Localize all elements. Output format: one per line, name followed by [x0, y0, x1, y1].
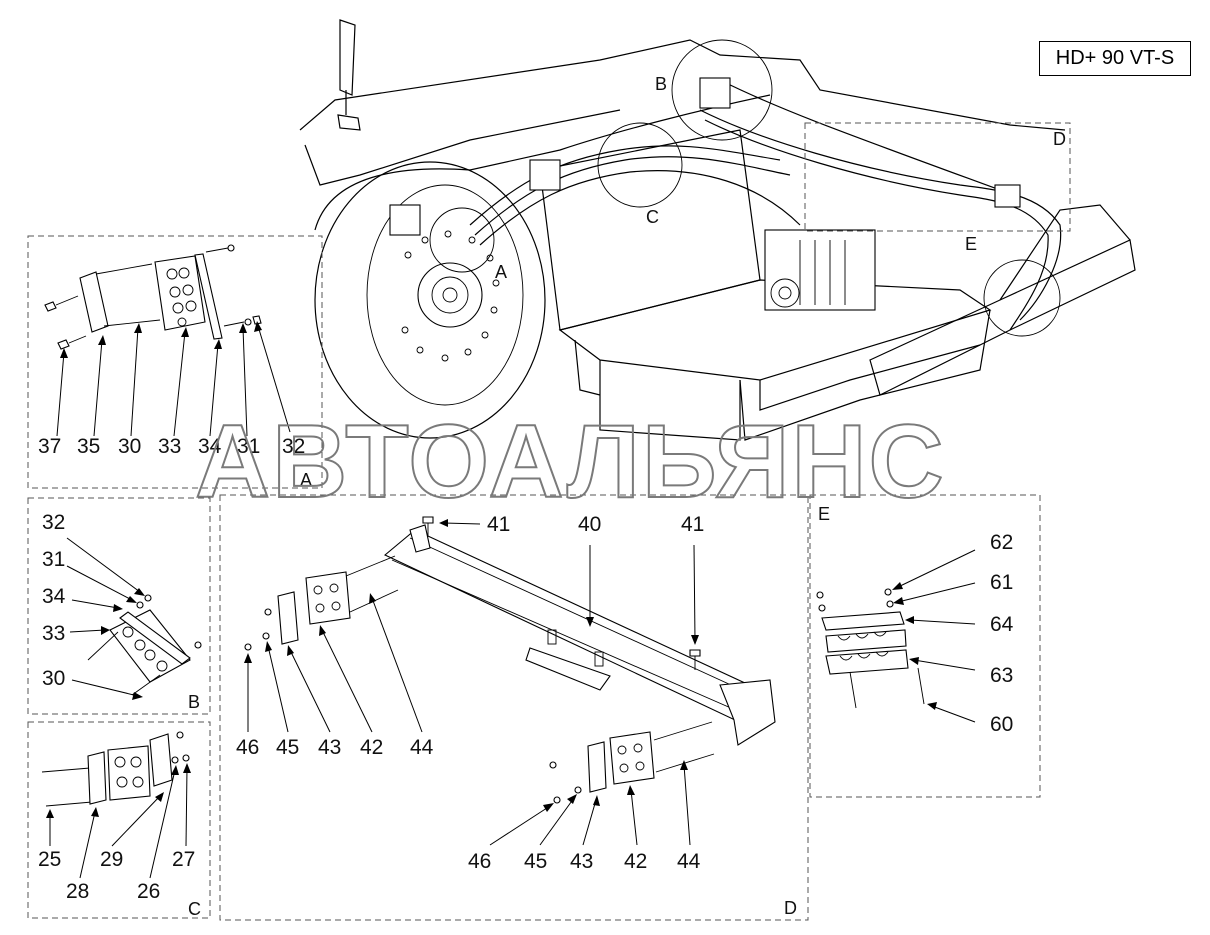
callout-d-left-42: 42	[360, 736, 383, 759]
callout-b-33: 33	[42, 622, 65, 645]
zone-label-d: D	[1053, 129, 1066, 149]
callout-b-31: 31	[42, 548, 65, 571]
callout-a-33: 33	[158, 435, 181, 458]
zone-circle-e	[983, 259, 1061, 337]
callout-d-left-44: 44	[410, 736, 434, 759]
callout-a-32: 32	[282, 435, 305, 458]
callout-b-34: 34	[42, 585, 66, 608]
callout-e-62: 62	[990, 531, 1013, 554]
model-label: HD+ 90 VT-S	[1055, 47, 1175, 69]
callout-c-28: 28	[66, 880, 89, 903]
callout-d-41-right: 41	[681, 513, 704, 536]
zone-circle-b	[671, 39, 773, 141]
callout-e-64: 64	[990, 613, 1014, 636]
model-badge: HD+ 90 VT-S	[1039, 41, 1191, 76]
detail-c-letter: C	[188, 899, 201, 919]
callout-d-right-43: 43	[570, 850, 593, 873]
detail-c-panel: 25 28 29 26 27 C	[27, 721, 211, 919]
detail-d-panel: 41 40 41 46 45 43 42 44 46 45 43 42 44 D	[219, 494, 809, 921]
zone-circle-a	[429, 207, 495, 273]
callout-d-41-left: 41	[487, 513, 510, 536]
callout-d-left-46: 46	[236, 736, 259, 759]
callout-d-right-45: 45	[524, 850, 547, 873]
callout-a-35: 35	[77, 435, 100, 458]
callout-c-29: 29	[100, 848, 123, 871]
detail-d-letter: D	[784, 898, 797, 918]
drum-motor	[417, 262, 483, 328]
zone-box-d	[804, 122, 1071, 232]
callout-d-left-43: 43	[318, 736, 341, 759]
detail-e-letter: E	[818, 504, 830, 524]
callout-a-34: 34	[198, 435, 222, 458]
drum-inner	[366, 184, 524, 406]
callout-a-31: 31	[237, 435, 260, 458]
callout-c-26: 26	[137, 880, 160, 903]
callout-b-32: 32	[42, 511, 65, 534]
drum-outer	[314, 161, 546, 439]
callout-d-right-44: 44	[677, 850, 701, 873]
main-machine-view: A B C D E	[299, 19, 1136, 441]
watermark-text: АВТОАЛЬЯНС	[195, 404, 946, 520]
zone-label-b: B	[655, 74, 667, 94]
pump-block	[764, 229, 876, 311]
callout-d-right-46: 46	[468, 850, 491, 873]
detail-a-panel: 37 35 30 33 34 31 32 A	[27, 235, 323, 490]
zone-circle-c	[597, 122, 683, 208]
callout-e-61: 61	[990, 571, 1013, 594]
callout-e-63: 63	[990, 664, 1013, 687]
zone-label-c: C	[646, 207, 659, 227]
callout-b-30: 30	[42, 667, 65, 690]
zone-label-e: E	[965, 234, 977, 254]
detail-b-letter: B	[188, 692, 200, 712]
callout-d-40: 40	[578, 513, 601, 536]
detail-e-panel: 62 61 64 63 60 E	[809, 494, 1041, 798]
callout-e-60: 60	[990, 713, 1013, 736]
callout-a-30: 30	[118, 435, 141, 458]
callout-c-27: 27	[172, 848, 195, 871]
callout-d-left-45: 45	[276, 736, 299, 759]
detail-b-panel: 32 31 34 33 30 B	[27, 497, 211, 715]
callout-d-right-42: 42	[624, 850, 647, 873]
detail-a-letter: A	[300, 470, 312, 490]
callout-a-37: 37	[38, 435, 61, 458]
zone-label-a: A	[495, 262, 507, 282]
callout-c-25: 25	[38, 848, 61, 871]
